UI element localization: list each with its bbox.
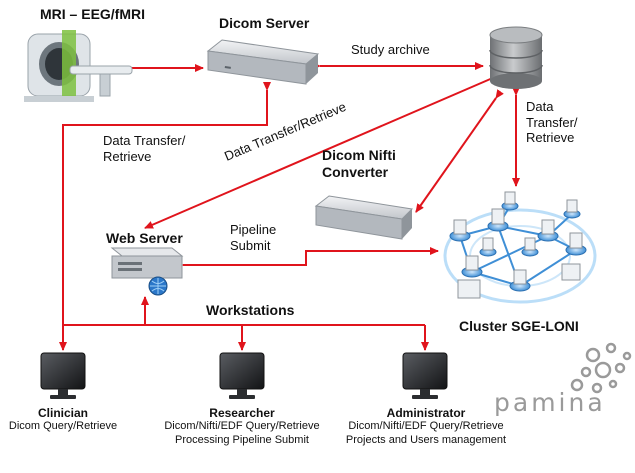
- clinician-role: Clinician: [37, 406, 88, 420]
- data-transfer-left-line2: Retrieve: [103, 148, 152, 164]
- mri-scanner-icon: [24, 30, 133, 102]
- pipeline-submit-arrow: [175, 247, 439, 269]
- dicom-server-label: Dicom Server: [219, 15, 310, 31]
- database-icon: [489, 26, 543, 89]
- pipeline-submit-line1: Pipeline: [230, 222, 277, 237]
- mri-label: MRI – EEG/fMRI: [40, 6, 146, 22]
- clinician-label: Clinician Dicom Query/Retrieve: [0, 406, 126, 434]
- cluster-network-icon: [443, 191, 597, 304]
- clinician-desc-line1: Dicom Query/Retrieve: [8, 420, 118, 433]
- dicom-server-icon: [206, 39, 320, 85]
- pipeline-submit-label: Pipeline Submit: [230, 222, 276, 253]
- administrator-desc-line1: Dicom/Nifti/EDF Query/Retrieve: [348, 420, 504, 433]
- administrator-role: Administrator: [386, 406, 466, 420]
- data-transfer-right-line1: Data: [526, 99, 554, 114]
- pamina-logo-icon: [570, 342, 632, 394]
- pipeline-submit-line2: Submit: [230, 237, 271, 253]
- researcher-label: Researcher Dicom/Nifti/EDF Query/Retriev…: [152, 406, 332, 447]
- researcher-role: Researcher: [209, 406, 275, 420]
- pamina-logo-text: pamina: [494, 388, 606, 417]
- data-transfer-right-label: Data Transfer/ Retrieve: [526, 99, 578, 146]
- connections: [59, 62, 520, 351]
- web-server-icon: [110, 247, 184, 296]
- administrator-monitor-icon: [402, 352, 448, 399]
- administrator-desc-line2: Projects and Users management: [345, 433, 507, 446]
- clinician-monitor-icon: [40, 352, 86, 399]
- converter-label-line2: Converter: [322, 163, 389, 180]
- converter-label: Dicom Nifti Converter: [322, 147, 396, 181]
- db-to-converter-arrow: [415, 89, 504, 213]
- study-archive-label: Study archive: [351, 42, 430, 57]
- converter-server-icon: [314, 195, 414, 240]
- data-transfer-right-line2: Transfer/: [526, 114, 578, 130]
- data-transfer-left-line1: Data Transfer/: [103, 133, 186, 148]
- web-server-label: Web Server: [106, 230, 183, 246]
- workstations-label: Workstations: [206, 302, 295, 318]
- researcher-monitor-icon: [219, 352, 265, 399]
- researcher-desc-line2: Processing Pipeline Submit: [175, 433, 309, 446]
- administrator-label: Administrator Dicom/Nifti/EDF Query/Retr…: [334, 406, 518, 447]
- data-transfer-right-line3: Retrieve: [526, 130, 575, 146]
- data-transfer-left-label: Data Transfer/ Retrieve: [103, 133, 185, 164]
- converter-label-line1: Dicom Nifti: [322, 147, 396, 163]
- cluster-label: Cluster SGE-LONI: [459, 318, 579, 334]
- researcher-desc-line1: Dicom/Nifti/EDF Query/Retrieve: [164, 420, 320, 433]
